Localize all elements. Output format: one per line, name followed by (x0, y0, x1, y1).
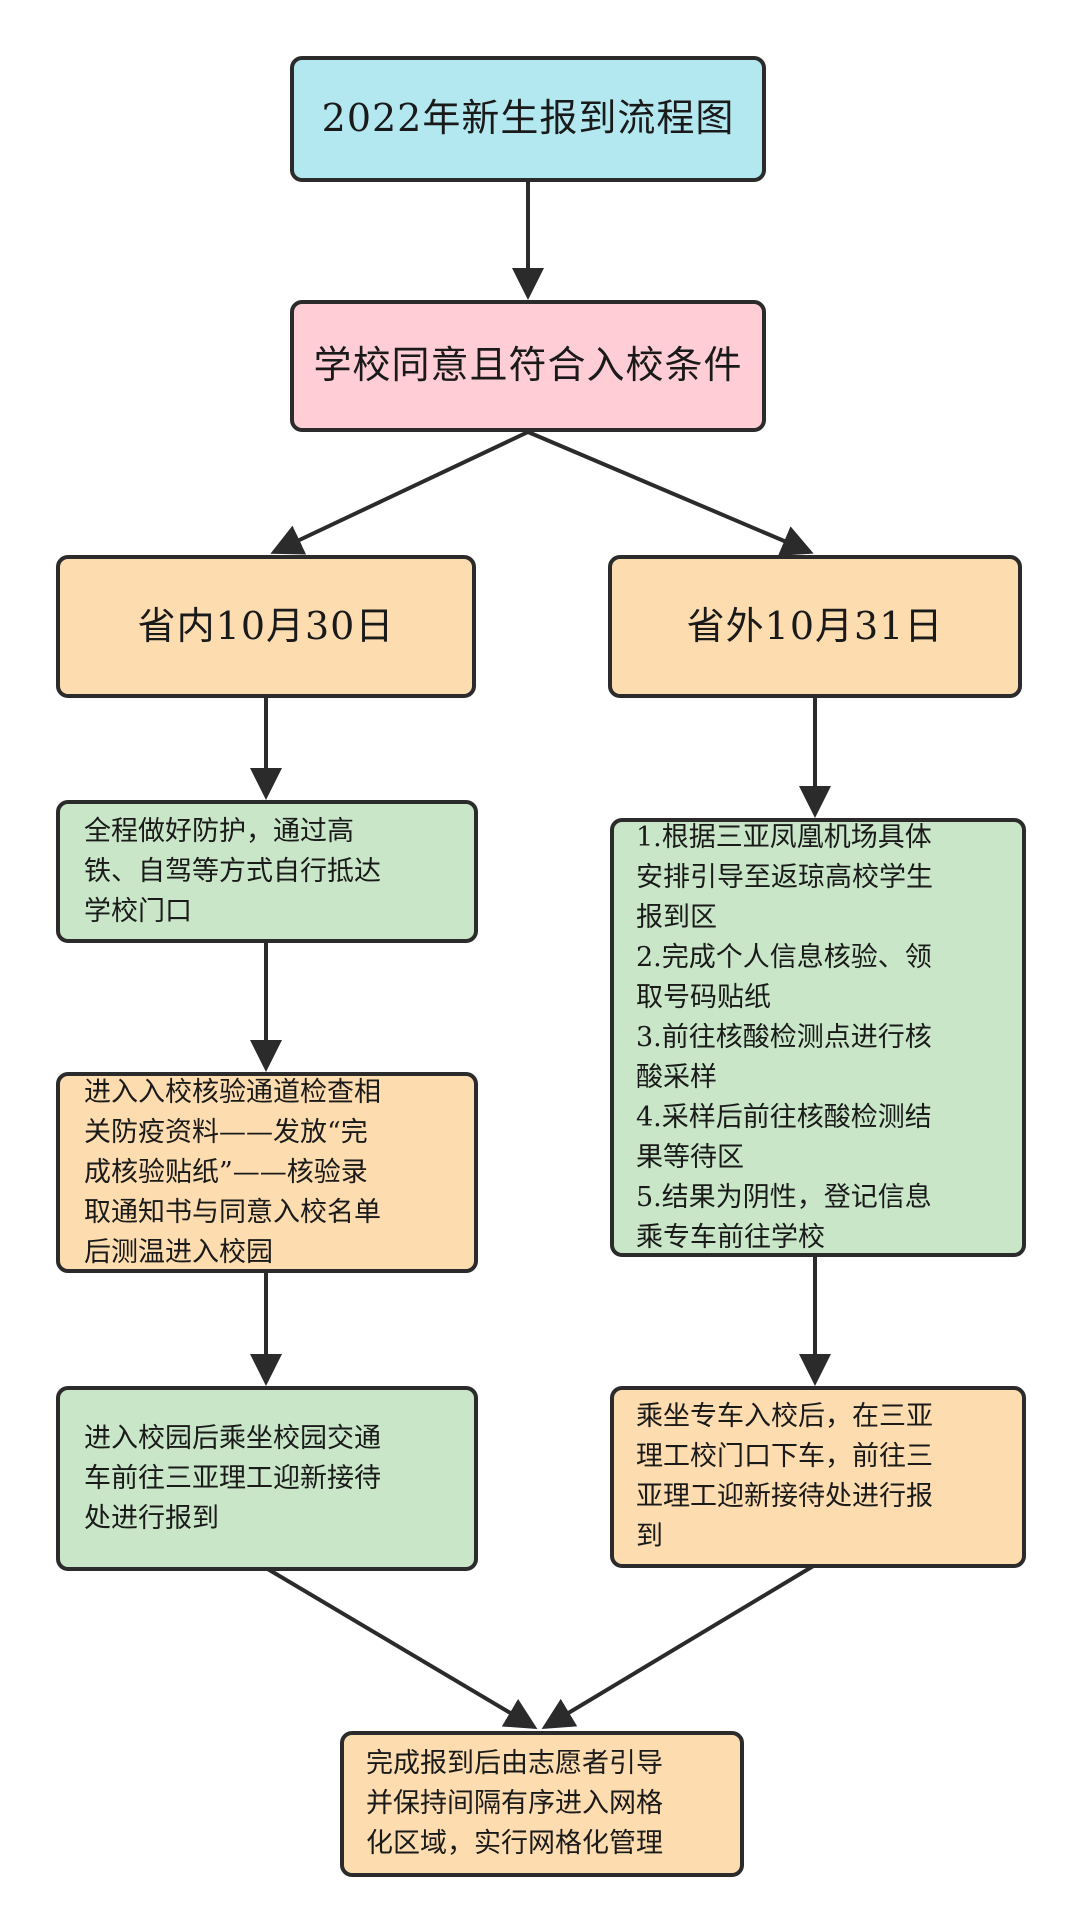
out-province-date-text: 省外10月31日 (686, 603, 944, 648)
in-province-step-register: 进入校园后乘坐校园交通 车前往三亚理工迎新接待 处进行报到 (56, 1386, 478, 1571)
arrow-condition-to-out-province (527, 430, 814, 556)
in-province-step-register-text: 进入校园后乘坐校园交通 车前往三亚理工迎新接待 处进行报到 (84, 1422, 381, 1534)
title-node: 2022年新生报到流程图 (290, 56, 766, 182)
out-province-step-bus-text: 乘坐专车入校后，在三亚 理工校门口下车，前往三 亚理工迎新接待处进行报 到 (636, 1401, 933, 1552)
arrow-condition-to-in-province (270, 430, 529, 555)
final-node: 完成报到后由志愿者引导 并保持间隔有序进入网格 化区域，实行网格化管理 (340, 1731, 744, 1877)
in-province-date-node: 省内10月30日 (56, 555, 476, 698)
in-province-step-travel-text: 全程做好防护，通过高 铁、自驾等方式自行抵达 学校门口 (84, 815, 381, 927)
condition-node: 学校同意且符合入校条件 (290, 300, 766, 432)
title-text: 2022年新生报到流程图 (321, 96, 735, 141)
in-province-step-travel: 全程做好防护，通过高 铁、自驾等方式自行抵达 学校门口 (56, 800, 478, 943)
out-province-step-bus: 乘坐专车入校后，在三亚 理工校门口下车，前往三 亚理工迎新接待处进行报 到 (610, 1386, 1026, 1568)
final-text: 完成报到后由志愿者引导 并保持间隔有序进入网格 化区域，实行网格化管理 (366, 1748, 663, 1859)
out-province-step-airport: 1.根据三亚凤凰机场具体 安排引导至返琼高校学生 报到区 2.完成个人信息核验、… (610, 818, 1026, 1257)
out-province-step-airport-text: 1.根据三亚凤凰机场具体 安排引导至返琼高校学生 报到区 2.完成个人信息核验、… (636, 821, 933, 1253)
arrow-out-step2-to-final (541, 1563, 817, 1730)
condition-text: 学校同意且符合入校条件 (313, 343, 743, 388)
in-province-step-verify-text: 进入入校核验通道检查相 关防疫资料——发放“完 成核验贴纸”——核验录 取通知书… (84, 1076, 381, 1268)
in-province-date-text: 省内10月30日 (137, 603, 395, 648)
in-province-step-verify: 进入入校核验通道检查相 关防疫资料——发放“完 成核验贴纸”——核验录 取通知书… (56, 1072, 478, 1273)
out-province-date-node: 省外10月31日 (608, 555, 1022, 698)
arrow-in-step3-to-final (264, 1566, 538, 1730)
